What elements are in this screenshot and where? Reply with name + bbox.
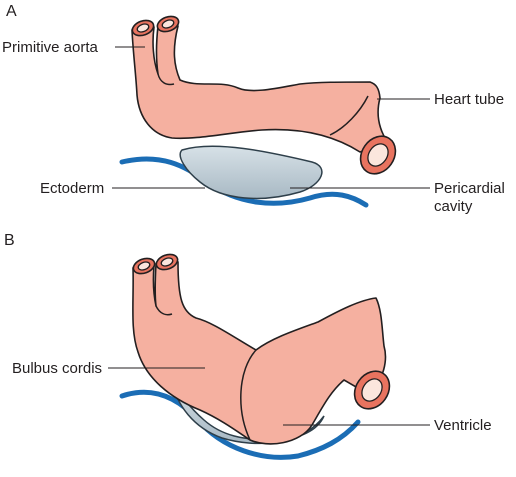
panel-b: B Bulbus cordis Ventricle <box>4 232 492 460</box>
heart-tube-a <box>131 20 389 153</box>
ectoderm-line-b <box>119 389 361 460</box>
aorta-lumen-right-b <box>155 253 179 271</box>
aorta-lumen-left-b <box>132 257 156 275</box>
heart-loop-b <box>132 256 387 445</box>
pericardial-cavity-b <box>171 379 325 445</box>
aorta-split-line <box>157 73 175 86</box>
label-heart-tube: Heart tube <box>434 91 504 108</box>
heart-tube-lumen-a <box>359 135 397 175</box>
ectoderm-line-a <box>119 156 369 208</box>
aorta-split-line-b <box>155 305 173 316</box>
label-pericardial-line2: cavity <box>434 198 473 215</box>
tube-crease-a <box>329 95 369 136</box>
aorta-lumen-right <box>156 15 180 33</box>
panel-b-letter: B <box>4 232 15 249</box>
ventricle-fold <box>240 349 257 441</box>
label-bulbus-cordis: Bulbus cordis <box>12 360 102 377</box>
label-primitive-aorta: Primitive aorta <box>2 39 99 56</box>
heart-loop-lumen-b <box>353 370 391 410</box>
label-ventricle: Ventricle <box>434 417 492 434</box>
aorta-lumen-left <box>131 19 155 37</box>
panel-a: A Primitive aorta Heart <box>2 3 505 215</box>
panel-a-letter: A <box>6 3 17 20</box>
label-ectoderm: Ectoderm <box>40 180 104 197</box>
pericardial-cavity-a <box>179 145 323 200</box>
label-pericardial-line1: Pericardial <box>434 180 505 197</box>
